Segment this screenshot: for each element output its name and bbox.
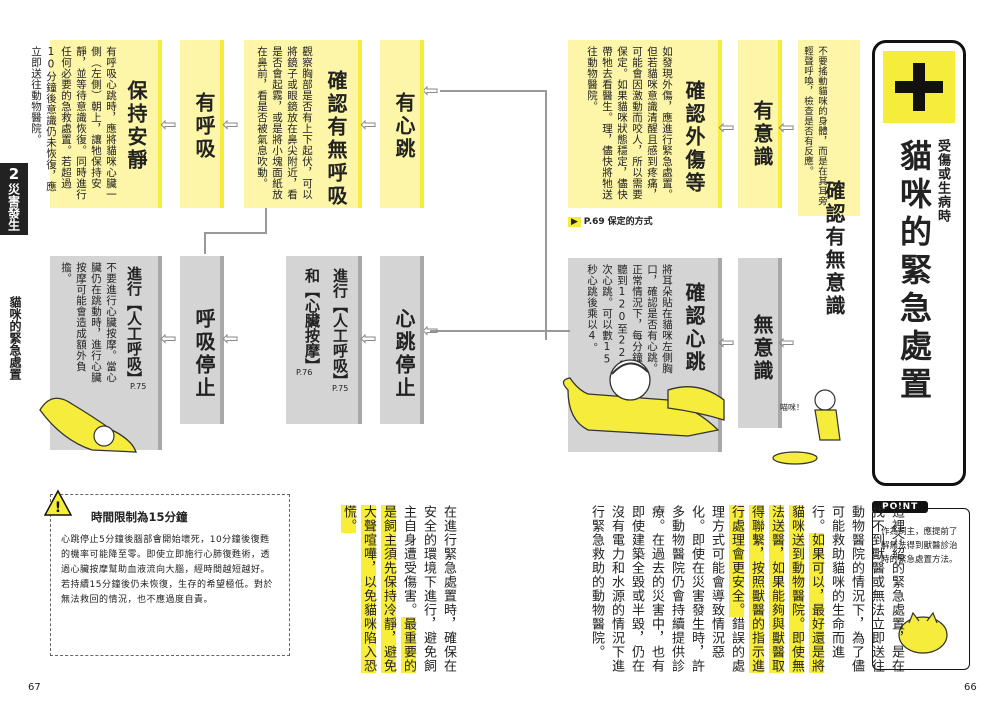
warning-icon: !: [43, 489, 73, 517]
chapter-title: 災害發生: [6, 183, 21, 231]
hold-ref-page: P.69: [583, 217, 605, 227]
check-heart-title: 確認心跳: [682, 282, 706, 374]
unconscious-label: 無意識: [750, 314, 774, 383]
header-title: 貓咪的緊急處置: [895, 139, 933, 405]
arrow-to-heartbeat: ⇦: [422, 78, 439, 102]
body-left: 在進行緊急處置時，確保在安全的環境下進行，避免飼主自身遭受傷害。最重要的是飼主須…: [338, 505, 458, 685]
cat-sleeping-illustration: [898, 611, 948, 654]
keep-calm-box: 保持安靜 有呼吸心跳時，應將貓咪心臟一側（左側）朝上，讓牠保持安靜，並等待意識恢…: [30, 40, 162, 208]
no-breathing-label: 呼吸停止: [192, 308, 216, 400]
first-aid-cross-icon: [883, 51, 955, 123]
heartbeat-label: 有心跳: [392, 92, 416, 161]
arrow-to-unconscious: ⇦: [778, 330, 795, 354]
notice-title: 時間限制為15分鐘: [91, 510, 188, 524]
arrow-to-no-breathing: ⇦: [222, 326, 239, 350]
heartbeat-box: 有心跳: [380, 40, 424, 208]
chapter-subtitle: 貓咪的緊急處置: [8, 296, 22, 380]
page-number-left: 67: [28, 682, 41, 693]
cat-lying-illustration: [39, 397, 137, 453]
check-injury-body: 如發現外傷，應進行緊急處置。但若貓咪意識清醒且感到疼痛，可能會因激動而咬人，所以…: [586, 46, 673, 200]
check-injury-box: 確認外傷等 如發現外傷，應進行緊急處置。但若貓咪意識清醒且感到疼痛，可能會因激動…: [568, 40, 722, 208]
cpr-breath-title: 進行【人工呼吸】: [125, 266, 143, 386]
point-label: POINT: [872, 501, 929, 513]
chapter-number: 2: [8, 165, 20, 183]
arrow-to-breathing: ⇦: [222, 112, 239, 136]
check-breath-title: 確認有無呼吸: [324, 70, 348, 208]
no-breathing-box: 呼吸停止: [180, 256, 224, 424]
arrow-to-heart: ⇦: [718, 330, 735, 354]
hold-ref-text: 保定的方式: [607, 217, 653, 227]
header-box: 受傷或生病時 貓咪的緊急處置: [872, 40, 966, 486]
arrow-to-check-breath: ⇦: [360, 112, 377, 136]
arrow-to-keep-calm: ⇦: [160, 112, 177, 136]
girl-calling-cat-illustration: [772, 389, 841, 465]
conscious-label: 有意識: [750, 100, 774, 169]
cpr-heart-ref1[interactable]: P.75: [332, 384, 349, 393]
cpr-heart-ref2[interactable]: P.76: [296, 368, 313, 377]
arrow-to-cpr-heart: ⇦: [360, 326, 377, 350]
check-injury-title: 確認外傷等: [682, 80, 706, 195]
notice-text: 心跳停止5分鐘後腦部會開始壞死，10分鐘後復甦的機率可能降至零。即使立即施行心肺…: [61, 535, 273, 605]
notice-box: ! 時間限制為15分鐘 心跳停止5分鐘後腦部會開始壞死，10分鐘後復甦的機率可能…: [43, 489, 290, 656]
chapter-tab: 2 災害發生: [0, 163, 28, 235]
svg-text:!: !: [55, 500, 61, 516]
cpr-heart-box: 進行【人工呼吸】和【心臟按摩】 P.75 P.76: [286, 256, 362, 424]
keep-calm-body: 有呼吸心跳時，應將貓咪心臟一側（左側）朝上，讓牠保持安靜，並等待意識恢復。同時進…: [30, 46, 117, 200]
conscious-box: 有意識: [738, 40, 782, 208]
cpr-heart-title: 進行【人工呼吸】和【心臟按摩】: [303, 268, 349, 381]
check-breath-box: 確認有無呼吸 觀察胸部是否有上下起伏，可以將鏡子或眼鏡放在鼻尖附近，看是否會起霧…: [244, 40, 362, 208]
check-conscious-box: 不要搖動貓咪的身體，而是在其耳旁輕聲呼喚，檢查是否有反應。 確認有無意識: [798, 40, 860, 318]
body-right-p1: 這裡介紹的緊急處置，是在找不到獸醫或無法立即送往動物醫院的情況下，為了儘可能救助…: [809, 505, 904, 673]
no-heartbeat-box: 心跳停止: [380, 256, 424, 424]
check-conscious-title: 確認有無意識: [822, 180, 846, 318]
cpr-breath-ref[interactable]: P.75: [130, 382, 147, 391]
body-right: 這裡介紹的緊急處置，是在找不到獸醫或無法立即送往動物醫院的情況下，為了儘可能救助…: [586, 505, 906, 685]
check-breath-body: 觀察胸部是否有上下起伏，可以將鏡子或眼鏡放在鼻尖附近，看是否會起霧，或是將小塊面…: [256, 46, 313, 200]
meow-bubble: 喵咪！: [780, 403, 804, 412]
hold-ref[interactable]: ▶ P.69 保定的方式: [568, 214, 653, 227]
point-box: POINT 作為飼主，應提前了解無法得到獸醫診治時的緊急處置方法。: [872, 501, 970, 670]
arrow-to-conscious: ⇦: [778, 115, 795, 139]
unconscious-box: 無意識: [738, 258, 782, 428]
person-listening-cat-illustration: [562, 359, 725, 437]
arrow-to-cpr-breath: ⇦: [160, 326, 177, 350]
header-pre: 受傷或生病時: [935, 139, 950, 223]
check-conscious-body: 不要搖動貓咪的身體，而是在其耳旁輕聲呼喚，檢查是否有反應。: [802, 46, 827, 206]
breathing-label: 有呼吸: [192, 92, 216, 161]
body-left-p1: 在進行緊急處置時，確保在安全的環境下進行，避免飼主自身遭受傷害。: [401, 505, 456, 673]
breathing-box: 有呼吸: [180, 40, 224, 208]
body-right-p2: 錯誤的處理方式可能會導致情況惡化。即使在災害發生時，許多動物醫院仍會持續提供診療…: [589, 505, 744, 673]
check-heart-box: 確認心跳 將耳朵貼在貓咪左側胸口，確認是否有心跳。正常情況下，每分鐘應聽到120…: [568, 258, 722, 452]
keep-calm-title: 保持安靜: [124, 80, 148, 172]
arrow-to-no-heartbeat: ⇦: [422, 318, 439, 342]
cpr-breath-body: 不要進行心臟按摩。當心臟仍在跳動時，進行心臟按摩可能會造成額外負擔。: [60, 262, 117, 383]
point-text: 作為飼主，應提前了解無法得到獸醫診治時的緊急處置方法。: [881, 527, 958, 565]
check-heart-body: 將耳朵貼在貓咪左側胸口，確認是否有心跳。正常情況下，每分鐘應聽到120至220次…: [586, 264, 673, 374]
no-heartbeat-label: 心跳停止: [392, 308, 416, 400]
page-number-right: 66: [964, 682, 977, 693]
arrow-to-injury: ⇦: [718, 115, 735, 139]
